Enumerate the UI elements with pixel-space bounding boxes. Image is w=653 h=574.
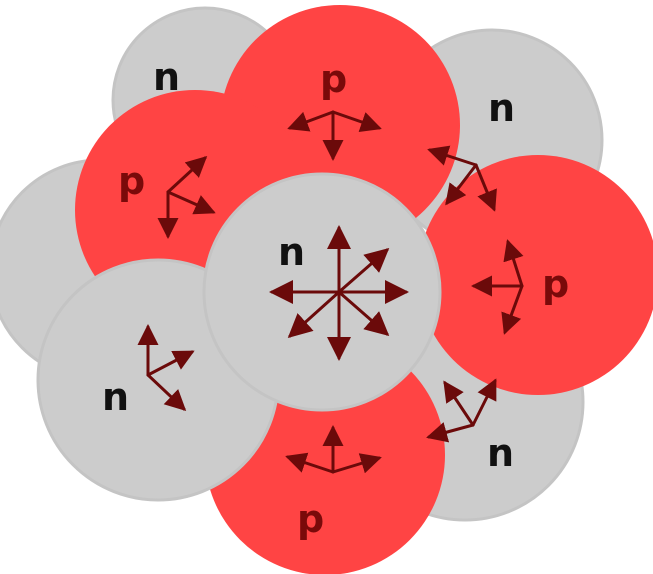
label-neutron-bottom-right: n bbox=[487, 431, 514, 475]
label-proton-right: p bbox=[542, 262, 569, 306]
label-proton-bottom: p bbox=[297, 497, 324, 541]
proton-right bbox=[418, 155, 653, 395]
label-neutron-center: n bbox=[278, 230, 305, 274]
label-neutron-top-right: n bbox=[488, 86, 515, 130]
label-proton-upper-left: p bbox=[118, 159, 145, 203]
label-proton-top: p bbox=[320, 57, 347, 101]
label-neutron-lower-left: n bbox=[102, 375, 129, 419]
label-neutron-top-left: n bbox=[153, 55, 180, 99]
